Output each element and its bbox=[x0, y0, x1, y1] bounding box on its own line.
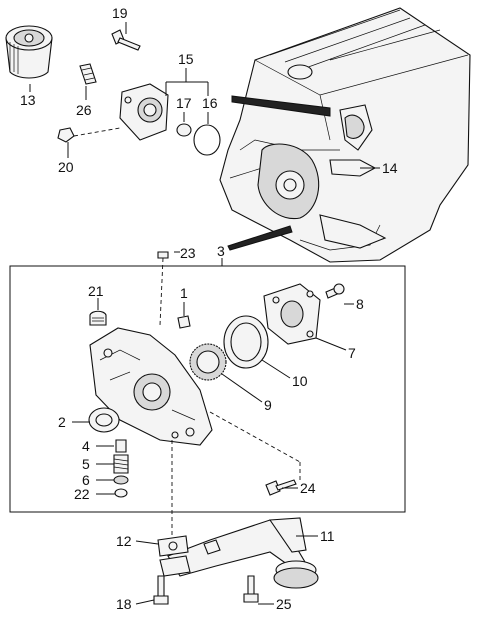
callout-2: 2 bbox=[58, 414, 66, 430]
bushing bbox=[177, 315, 191, 329]
oil-pump-housing bbox=[89, 327, 213, 446]
relief-spring bbox=[113, 454, 129, 474]
callout-26: 26 bbox=[76, 102, 92, 118]
strainer-flange bbox=[159, 555, 191, 577]
callout-13: 13 bbox=[20, 92, 36, 108]
inner-gear bbox=[189, 343, 227, 381]
leader-wedge-upper bbox=[231, 95, 331, 117]
mounting-nut bbox=[57, 127, 75, 143]
pump-cover bbox=[263, 283, 321, 345]
o-ring-small bbox=[176, 123, 192, 137]
callout-18: 18 bbox=[116, 596, 132, 612]
callout-19: 19 bbox=[112, 5, 128, 21]
callout-14: 14 bbox=[382, 160, 398, 176]
stud-bolt bbox=[79, 63, 97, 85]
relief-plug bbox=[89, 310, 107, 326]
spring-washer bbox=[113, 475, 129, 485]
engine-block bbox=[219, 7, 471, 263]
callout-7: 7 bbox=[348, 345, 356, 361]
callout-12: 12 bbox=[116, 533, 132, 549]
callout-labels: 19 13 26 20 15 17 16 14 23 3 1 21 8 7 10… bbox=[20, 5, 398, 612]
gasket-ring bbox=[193, 124, 221, 156]
callout-21: 21 bbox=[88, 283, 104, 299]
callout-25: 25 bbox=[276, 596, 292, 612]
callout-4: 4 bbox=[82, 438, 90, 454]
assembly-box bbox=[9, 265, 406, 513]
callout-3: 3 bbox=[217, 243, 225, 259]
callout-8: 8 bbox=[356, 296, 364, 312]
callout-11: 11 bbox=[320, 528, 335, 544]
callout-5: 5 bbox=[82, 456, 90, 472]
callout-10: 10 bbox=[292, 373, 308, 389]
plug-o-ring bbox=[114, 488, 128, 498]
callout-23: 23 bbox=[180, 245, 196, 261]
outer-rotor bbox=[223, 315, 269, 369]
callout-9: 9 bbox=[264, 397, 272, 413]
callout-6: 6 bbox=[82, 472, 90, 488]
mounting-bolt bbox=[111, 29, 141, 51]
dowel-pin bbox=[157, 251, 169, 259]
callout-22: 22 bbox=[74, 486, 90, 502]
leader-lines bbox=[29, 22, 380, 605]
cover-screw bbox=[325, 283, 345, 299]
callout-15: 15 bbox=[178, 51, 194, 67]
oil-filter bbox=[5, 25, 53, 79]
pump-bolt bbox=[265, 479, 297, 496]
callout-16: 16 bbox=[202, 95, 218, 111]
callout-17: 17 bbox=[176, 95, 192, 111]
callout-1: 1 bbox=[180, 285, 188, 301]
strainer-gasket bbox=[157, 535, 189, 557]
relief-plunger bbox=[115, 439, 127, 453]
oil-seal bbox=[88, 407, 120, 433]
strainer-bolt-left bbox=[153, 575, 169, 605]
callout-20: 20 bbox=[58, 159, 74, 175]
leader-wedge-lower bbox=[227, 225, 293, 251]
filter-bracket bbox=[119, 83, 169, 141]
strainer-bolt-right bbox=[243, 575, 259, 603]
oil-strainer bbox=[167, 517, 319, 589]
callout-24: 24 bbox=[300, 480, 316, 496]
